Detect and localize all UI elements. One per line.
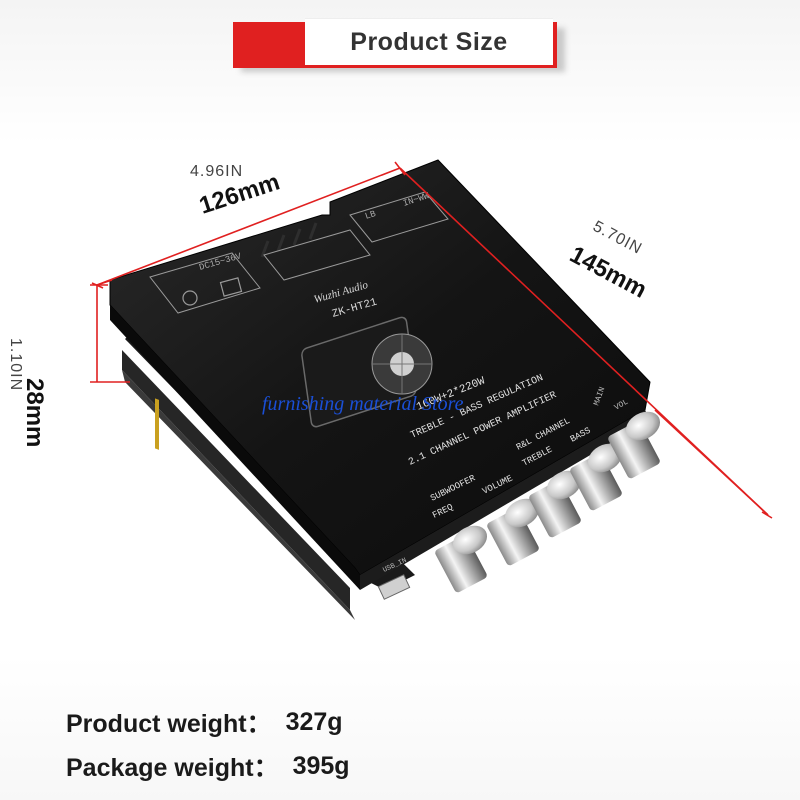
knob-freq (435, 525, 488, 593)
height-mm: 28mm (21, 378, 48, 448)
control-knobs (435, 411, 661, 593)
banner-white-plate: Product Size (305, 18, 553, 65)
heatsink-fins (260, 222, 318, 258)
weight-info: Product weight： 327g Package weight： 395… (66, 700, 350, 788)
product-size-banner: Product Size (233, 18, 565, 74)
package-weight-label: Package weight： (66, 754, 279, 782)
product-weight-value: 327g (285, 707, 343, 736)
banner-title: Product Size (350, 27, 508, 56)
package-weight-row: Package weight： 395g (66, 744, 350, 788)
dimension-lines (90, 161, 773, 519)
product-weight-label: Product weight： (66, 710, 272, 738)
connector-panels (149, 191, 449, 314)
amplifier-board-illustration: DC15~36V IN~WW LB Wuzhi Audio ZK-HT21 16… (90, 159, 773, 620)
bt-label: LB (364, 209, 378, 222)
knob-volume (487, 498, 540, 566)
product-weight-row: Product weight： 327g (66, 700, 350, 744)
knob-master (608, 411, 661, 479)
knob-treble (529, 470, 582, 538)
width-inches: 4.96IN (190, 163, 244, 180)
cooling-fan (301, 316, 433, 428)
usb-port (377, 574, 411, 600)
dc-power-jack (182, 277, 243, 306)
knob-bass (570, 443, 623, 511)
width-dimension-line (96, 167, 401, 286)
height-inches: 1.10IN (7, 338, 24, 392)
store-watermark: furnishing material Store (262, 393, 464, 415)
package-weight-value: 395g (292, 751, 350, 780)
